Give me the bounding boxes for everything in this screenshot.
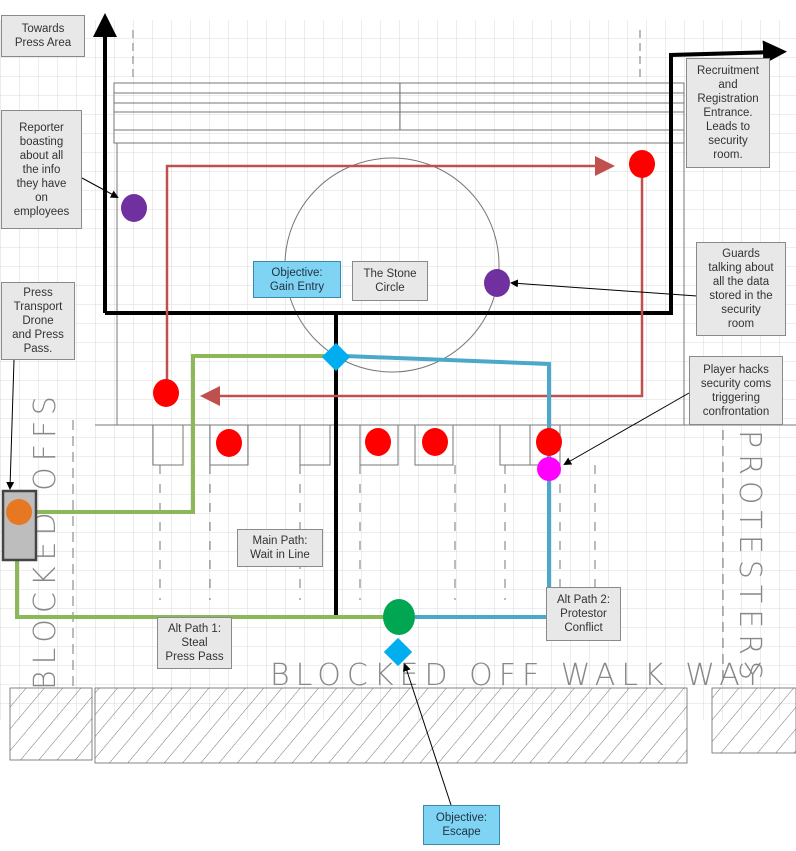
- label-recruitment-entrance: Recruitment and Registration Entrance. L…: [686, 58, 770, 168]
- guard-marker[interactable]: [365, 428, 391, 456]
- objective-escape-diamond[interactable]: [383, 637, 413, 667]
- label-alt-path-1: Alt Path 1: Steal Press Pass: [157, 617, 232, 669]
- guard-marker[interactable]: [422, 428, 448, 456]
- alt-path-1: [15, 354, 385, 619]
- player-marker[interactable]: [537, 457, 561, 481]
- top-hall-sketch: [113, 30, 685, 425]
- guard-marker[interactable]: [536, 428, 562, 456]
- label-objective-escape: Objective: Escape: [423, 805, 500, 845]
- label-main-path: Main Path: Wait in Line: [237, 529, 323, 567]
- reporter-npc-marker[interactable]: [121, 194, 147, 222]
- label-guards-talking: Guards talking about all the data stored…: [696, 242, 786, 336]
- callout-leaders: [6, 177, 698, 809]
- start-marker[interactable]: [383, 599, 415, 635]
- blocked-area-left: [9, 687, 93, 761]
- label-objective-gain-entry: Objective: Gain Entry: [253, 261, 341, 298]
- blocked-area-walkway: [94, 687, 688, 764]
- label-press-drone: Press Transport Drone and Press Pass.: [1, 282, 75, 360]
- guards-talking-npc-marker[interactable]: [484, 269, 510, 297]
- blocked-area-right: [711, 687, 796, 754]
- guard-marker[interactable]: [629, 150, 655, 178]
- objective-gain-entry-diamond[interactable]: [321, 342, 351, 372]
- label-stone-circle: The Stone Circle: [352, 261, 428, 301]
- guard-marker[interactable]: [216, 429, 242, 457]
- label-towards-press-area: Towards Press Area: [1, 15, 85, 57]
- guard-marker[interactable]: [153, 379, 179, 407]
- guards: [153, 150, 655, 457]
- label-alt-path-2: Alt Path 2: Protestor Conflict: [546, 587, 621, 641]
- label-reporter: Reporter boasting about all the info the…: [1, 110, 82, 229]
- guard-patrol-route: [165, 156, 644, 406]
- label-player-hacks: Player hacks security coms triggering co…: [689, 356, 783, 425]
- protesters-handwriting: PROTESTERS: [732, 430, 767, 686]
- walkway-handwriting: BLOCKED OFF WALK WAY: [270, 658, 768, 693]
- drone-marker[interactable]: [6, 499, 32, 525]
- alt-path-2: [344, 354, 551, 619]
